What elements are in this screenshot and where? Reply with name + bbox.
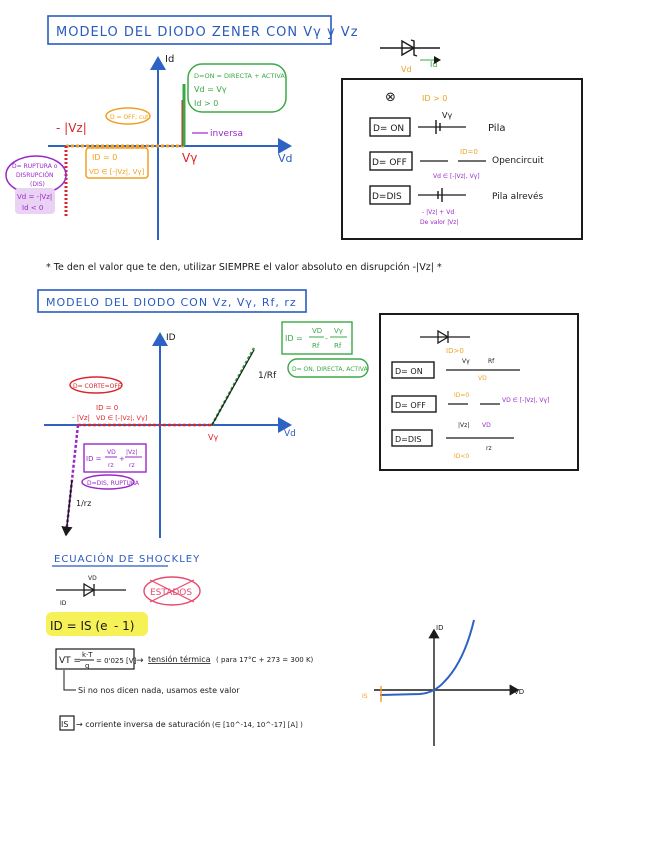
s2-ddis-rz: rz <box>486 445 492 452</box>
s1-don-txt: Pila <box>488 123 506 134</box>
s2-don-vd: VD <box>478 375 487 382</box>
s2-ddis-i: ID<0 <box>454 453 469 460</box>
s1-on-l1: D=ON = DIRECTA + ACTIVA <box>194 72 285 80</box>
s3-diode-v: VD <box>88 575 97 582</box>
s2-fdis-d2: rz <box>129 462 135 469</box>
s2-dis-bubble-text: D=DIS, RUPTURA <box>87 480 140 487</box>
s2-fon-lhs: ID = <box>285 334 303 343</box>
section-zener-model: MODELO DEL DIODO ZENER CON Vγ y Vz Id Vd… <box>6 16 582 240</box>
s3-diode-i: ID <box>60 600 67 607</box>
s1-on-l2: Vd = Vγ <box>194 85 227 94</box>
s2-ddis-vd: VD <box>482 422 491 429</box>
s2-doff-range: VD ∈ [-|Vz|, Vγ] <box>502 397 549 404</box>
s3-vt-den: q <box>85 662 89 670</box>
s1-dis-l3: (DIS) <box>30 181 45 188</box>
s1-dis-l1: D= RUPTURA o <box>12 163 58 170</box>
s3-plot-curve <box>380 620 474 695</box>
s2-ddis-label: D=DIS <box>395 435 421 444</box>
s1-dis-v2: Id < 0 <box>22 204 43 212</box>
s2-slope-dis: 1/rz <box>76 499 91 508</box>
s3-vt-note: ( para 17°C + 273 = 300 K) <box>216 656 314 664</box>
section3-title: ECUACIÓN DE SHOCKLEY <box>54 552 200 565</box>
s2-fon-n1: VD <box>312 327 322 335</box>
s2-off-bubble-text: D= CORTE=OFF <box>73 383 122 390</box>
s2-off-v2: VD ∈ [-|Vz|, Vγ] <box>96 414 147 422</box>
s1-vgamma: Vγ <box>182 151 197 165</box>
s2-doff-i: ID=0 <box>454 392 469 399</box>
section1-title: MODELO DEL DIODO ZENER CON Vγ y Vz <box>56 25 359 40</box>
s1-don-label: D= ON <box>373 124 404 134</box>
s1-inversa: inversa <box>210 129 243 139</box>
s3-plot-y: ID <box>436 624 443 632</box>
s2-ddis-vz: |Vz| <box>458 422 469 429</box>
s2-dis-arrow <box>66 480 72 535</box>
s3-vt-name: tensión térmica <box>148 654 211 664</box>
s3-plot-is: IS <box>362 693 368 700</box>
s1-doff-label: D= OFF <box>372 158 407 168</box>
s2-vgamma: Vγ <box>208 433 218 442</box>
s2-don-label: D= ON <box>395 367 423 376</box>
s1-ddis-txt: Pila alrevés <box>492 191 544 202</box>
s2-fdis-d1: rz <box>108 462 114 469</box>
s3-is-desc: → corriente inversa de saturación <box>76 719 210 729</box>
s2-don-vg: Vγ <box>462 358 470 365</box>
s2-neg-vz: - |Vz| <box>72 414 90 422</box>
s1-dis-l2: DISRUPCIÓN <box>16 172 54 179</box>
s2-fdis-n1: VD <box>107 449 116 456</box>
s3-plot-x: VD <box>514 688 524 696</box>
s2-fdis-plus: + <box>119 455 125 463</box>
s1-axis-x-label: Vd <box>278 152 293 165</box>
s1-panel-top: ID > 0 <box>422 94 447 103</box>
s1-panel-marker: ⊗ <box>385 90 396 105</box>
s1-symbol-id: Id <box>430 60 437 69</box>
s3-eq-end: - 1) <box>114 619 134 633</box>
s3-vt-sub-arrow <box>64 670 76 690</box>
s3-is-range: (∈ [10^-14, 10^-17] [A] ) <box>212 721 303 729</box>
s3-eq-main: ID = IS (e <box>50 619 108 633</box>
s2-axis-y: ID <box>166 333 176 343</box>
s1-ddis-label: D=DIS <box>372 192 402 202</box>
s1-neg-vz: - |Vz| <box>56 121 87 135</box>
s1-ddis-v2: De valor |Vz| <box>420 219 458 226</box>
s1-off-box-l1: ID = 0 <box>92 153 117 162</box>
section2-title: MODELO DEL DIODO CON Vz, Vγ, Rf, rz <box>46 296 297 309</box>
s2-on-bubble-text: D= ON, DIRECTA, ACTIVA <box>292 366 369 373</box>
s1-don-v: Vγ <box>442 111 452 120</box>
s2-axis-x: Vd <box>284 429 296 439</box>
s2-panel-top: ID>0 <box>446 347 464 355</box>
s2-don-rf: Rf <box>488 358 495 365</box>
s2-fdis-lhs: ID = <box>86 455 102 463</box>
s3-is-label: IS <box>61 720 68 729</box>
s1-off-bubble-text: D = OFF; cut <box>110 114 149 121</box>
s1-doff-range: Vd ∈ [-|Vz|, Vγ] <box>433 173 480 180</box>
s1-symbol-vd: Vd <box>401 65 412 74</box>
s2-on-slope-base <box>212 350 254 425</box>
s3-vt-sub: Si no nos dicen nada, usamos este valor <box>78 686 240 695</box>
s3-vt-value: = 0'025 [V] <box>96 657 137 665</box>
s3-estados: ESTADOS <box>150 588 192 598</box>
section-shockley: ECUACIÓN DE SHOCKLEY VD ID ESTADOS ID = … <box>46 552 524 746</box>
section-diode-model: MODELO DEL DIODO CON Vz, Vγ, Rf, rz ID V… <box>38 290 578 538</box>
s2-fon-d1: Rf <box>312 342 320 350</box>
note-line: * Te den el valor que te den, utilizar S… <box>46 262 442 273</box>
s1-ddis-v: - |Vz| + Vd <box>422 209 454 216</box>
s2-fon-minus: - <box>325 334 328 343</box>
s1-axis-y-label: Id <box>165 54 174 65</box>
s3-vt-arrow: → <box>136 656 144 666</box>
s3-vt-num: k·T <box>82 651 93 659</box>
s3-vt-left: VT = <box>59 656 81 666</box>
s2-doff-label: D= OFF <box>395 401 426 410</box>
s2-slope-on: 1/Rf <box>258 371 277 381</box>
s2-fon-d2: Rf <box>334 342 342 350</box>
s1-doff-i: ID=0 <box>460 148 478 156</box>
s2-off-v1: ID = 0 <box>96 404 118 412</box>
s1-doff-txt: Opencircuit <box>492 156 544 166</box>
s2-fon-n2: Vγ <box>334 327 343 335</box>
s2-fdis-n2: |Vz| <box>126 449 137 456</box>
s1-dis-v1: Vd = -|Vz| <box>17 193 52 201</box>
s1-off-box-l2: VD ∈ [-|Vz|, Vγ] <box>89 168 145 176</box>
s1-on-l3: Id > 0 <box>194 99 218 108</box>
